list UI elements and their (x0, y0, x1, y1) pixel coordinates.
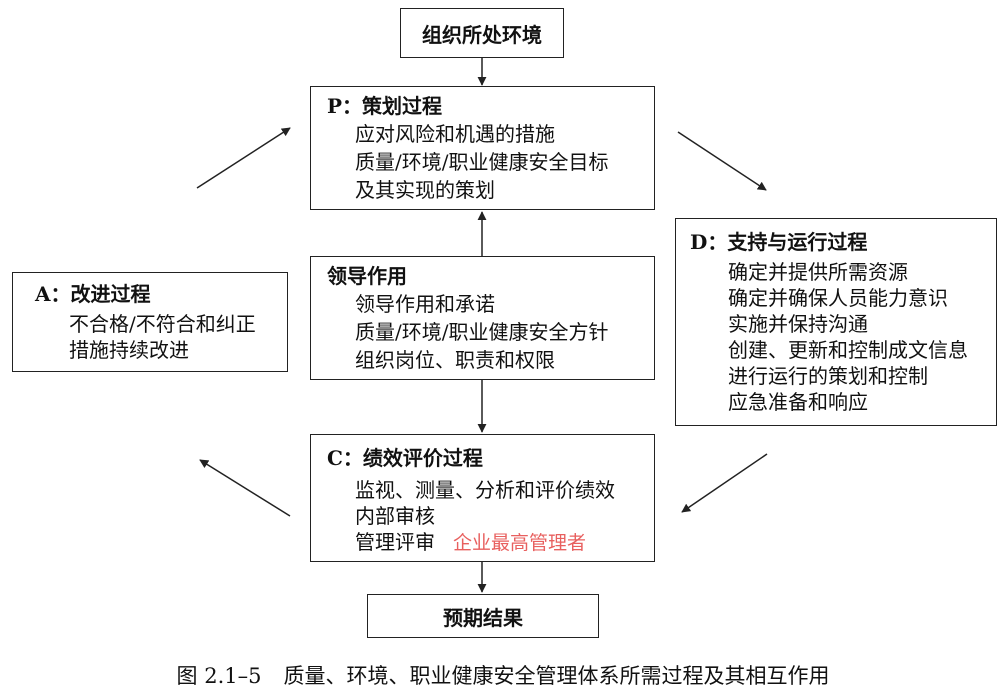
do-box-item: 实施并保持沟通 (728, 312, 868, 336)
context-box-label: 组织所处环境 (422, 22, 542, 47)
do-box-item: 确定并提供所需资源 (728, 260, 908, 284)
act-box-item: 措施持续改进 (69, 338, 189, 362)
do-box-item: 确定并确保人员能力意识 (728, 286, 948, 310)
result-box: 预期结果 (367, 594, 599, 638)
leadership-box-item: 领导作用和承诺 (355, 292, 495, 316)
act-box: A：改进过程 不合格/不符合和纠正 措施持续改进 (12, 272, 288, 372)
do-box: D：支持与运行过程 确定并提供所需资源 确定并确保人员能力意识 实施并保持沟通 … (675, 218, 997, 426)
leadership-box-item: 质量/环境/职业健康安全方针 (355, 320, 609, 344)
figure-caption: 图 2.1–5 质量、环境、职业健康安全管理体系所需过程及其相互作用 (0, 660, 1006, 690)
figure-caption-text: 质量、环境、职业健康安全管理体系所需过程及其相互作用 (283, 664, 830, 688)
plan-box-item: 质量/环境/职业健康安全目标 (355, 150, 609, 174)
plan-box-title: P：策划过程 (327, 94, 443, 118)
check-box: C：绩效评价过程 监视、测量、分析和评价绩效 内部审核 管理评审 企业最高管理者 (310, 434, 655, 562)
context-box: 组织所处环境 (400, 8, 564, 58)
check-box-item: 内部审核 (355, 504, 435, 528)
act-box-item: 不合格/不符合和纠正 (69, 312, 256, 336)
do-box-item: 创建、更新和控制成文信息 (728, 338, 968, 362)
leadership-box-item: 组织岗位、职责和权限 (355, 348, 555, 372)
check-box-item: 监视、测量、分析和评价绩效 (355, 478, 615, 502)
leadership-box: 领导作用 领导作用和承诺 质量/环境/职业健康安全方针 组织岗位、职责和权限 (310, 256, 655, 380)
leadership-box-title: 领导作用 (327, 264, 407, 288)
do-box-title: D：支持与运行过程 (690, 230, 868, 254)
check-box-title: C：绩效评价过程 (327, 446, 483, 470)
plan-box-item: 应对风险和机遇的措施 (355, 122, 555, 146)
plan-box-item: 及其实现的策划 (355, 178, 495, 202)
act-box-title: A：改进过程 (35, 282, 151, 306)
do-box-item: 进行运行的策划和控制 (728, 364, 928, 388)
top-management-annotation: 企业最高管理者 (453, 532, 587, 554)
arrow-check-to-act (199, 459, 291, 517)
plan-box: P：策划过程 应对风险和机遇的措施 质量/环境/职业健康安全目标 及其实现的策划 (310, 86, 655, 210)
figure-number: 图 2.1–5 (176, 664, 262, 688)
arrow-do-to-check (681, 453, 768, 513)
arrow-act-to-plan (196, 127, 291, 189)
do-box-item: 应急准备和响应 (728, 390, 868, 414)
arrow-plan-to-do (677, 131, 767, 191)
result-box-label: 预期结果 (443, 605, 523, 630)
check-box-item: 管理评审 (355, 530, 435, 554)
